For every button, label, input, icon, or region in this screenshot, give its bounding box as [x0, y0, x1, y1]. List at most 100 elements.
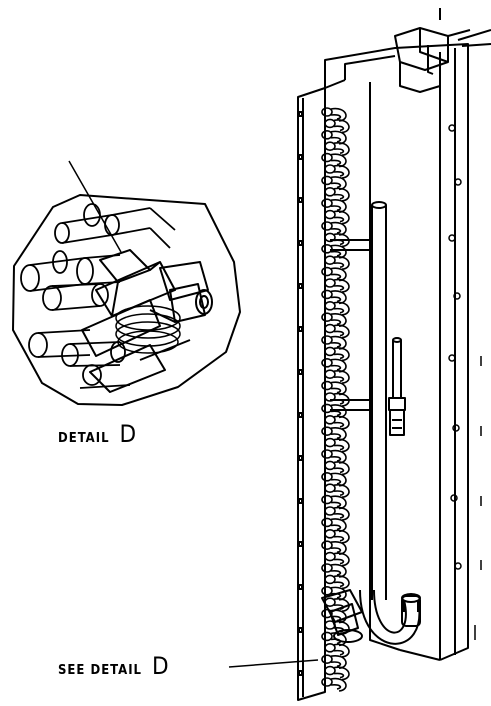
return-bend — [330, 335, 347, 350]
tube-stub — [324, 300, 336, 311]
coil-assembly — [228, 8, 491, 701]
tube-stub — [321, 380, 333, 391]
housing-frame — [324, 8, 491, 661]
return-bend — [330, 153, 347, 168]
return-bend — [333, 210, 350, 225]
return-bend — [333, 643, 350, 658]
tube-stub — [324, 255, 336, 266]
return-bend — [330, 541, 347, 555]
return-bend — [330, 472, 347, 487]
tube-stub — [324, 551, 336, 562]
return-bend — [330, 290, 347, 305]
return-bend — [333, 187, 350, 202]
tube-stub — [324, 414, 336, 425]
tube-stub — [321, 198, 333, 208]
return-bend — [333, 506, 350, 521]
tube-stub — [324, 209, 336, 220]
detail-coil — [115, 305, 181, 354]
return-bend — [333, 529, 350, 544]
tube-stub — [324, 164, 336, 174]
detail-label-letter: D — [119, 420, 138, 448]
tube-stub — [321, 494, 333, 505]
return-bends — [321, 107, 350, 692]
tube-stub — [324, 187, 336, 197]
tube-stub — [324, 665, 336, 676]
tube-stub — [321, 631, 333, 642]
tube-stub — [324, 506, 336, 516]
tube-stub — [321, 585, 333, 596]
return-bend — [330, 563, 347, 578]
detail-tube-row-top — [54, 203, 176, 249]
return-bend — [330, 381, 347, 396]
detail-clamp — [81, 249, 176, 393]
tube-stub — [321, 289, 333, 300]
return-bend — [333, 164, 350, 179]
return-bend — [333, 484, 350, 498]
tube-stub — [321, 654, 333, 665]
tube-stub — [321, 449, 333, 459]
tube-stub — [321, 403, 333, 414]
tube-stub — [324, 141, 336, 151]
return-bend — [333, 415, 350, 430]
tube-stub — [324, 574, 336, 585]
header-pipe — [330, 201, 421, 645]
return-bend — [330, 495, 347, 510]
tube-stub — [321, 335, 333, 345]
tube-stub — [321, 312, 333, 323]
return-bend — [330, 244, 347, 259]
mounting-holes — [448, 124, 482, 640]
return-bend — [333, 119, 350, 134]
tube-sheet — [297, 87, 326, 701]
return-bend — [333, 370, 350, 384]
return-bend — [330, 313, 347, 327]
return-bend — [330, 221, 347, 236]
tube-stub — [321, 221, 333, 231]
return-bend — [333, 347, 350, 362]
tube-stub — [321, 471, 333, 482]
tube-stub — [321, 357, 333, 368]
tube-stub — [324, 323, 336, 334]
see-detail-label: SEE DETAIL D — [58, 652, 170, 680]
tube-stub — [324, 118, 336, 129]
return-bend — [330, 449, 347, 464]
tube-stub — [321, 677, 333, 687]
return-bend — [330, 404, 347, 419]
see-detail-leader-line — [228, 659, 319, 668]
tube-stub — [321, 517, 333, 528]
tube-stub — [321, 175, 333, 186]
return-bend — [330, 655, 347, 669]
return-bend — [330, 358, 347, 373]
return-bend — [330, 677, 347, 692]
tube-stub — [324, 278, 336, 288]
return-bend — [333, 575, 350, 590]
see-detail-label-word: SEE DETAIL — [58, 663, 143, 678]
return-bend — [333, 301, 350, 316]
return-bend — [330, 199, 347, 213]
return-bend — [330, 518, 347, 533]
tube-stub — [324, 232, 336, 243]
distributor-assembly — [321, 589, 363, 643]
tube-stub — [321, 540, 333, 551]
tube-stub — [321, 266, 333, 277]
tube-stub — [324, 369, 336, 380]
tube-stub — [324, 460, 336, 471]
return-bend — [333, 438, 350, 453]
tube-stub — [321, 563, 333, 573]
see-detail-label-letter: D — [152, 652, 170, 680]
tube-stub — [324, 483, 336, 494]
detail-tube-row-middle — [20, 250, 121, 311]
return-bend — [333, 256, 350, 270]
detail-valve — [139, 261, 213, 361]
tube-stub — [321, 130, 333, 140]
tube-stub — [321, 426, 333, 437]
tube-stub — [321, 107, 333, 117]
return-bend — [333, 461, 350, 476]
return-bend — [333, 552, 350, 567]
detail-leader-line — [68, 160, 122, 253]
return-bend — [330, 130, 347, 145]
return-bend — [330, 427, 347, 441]
tube-stub — [324, 437, 336, 448]
return-bend — [330, 107, 347, 122]
